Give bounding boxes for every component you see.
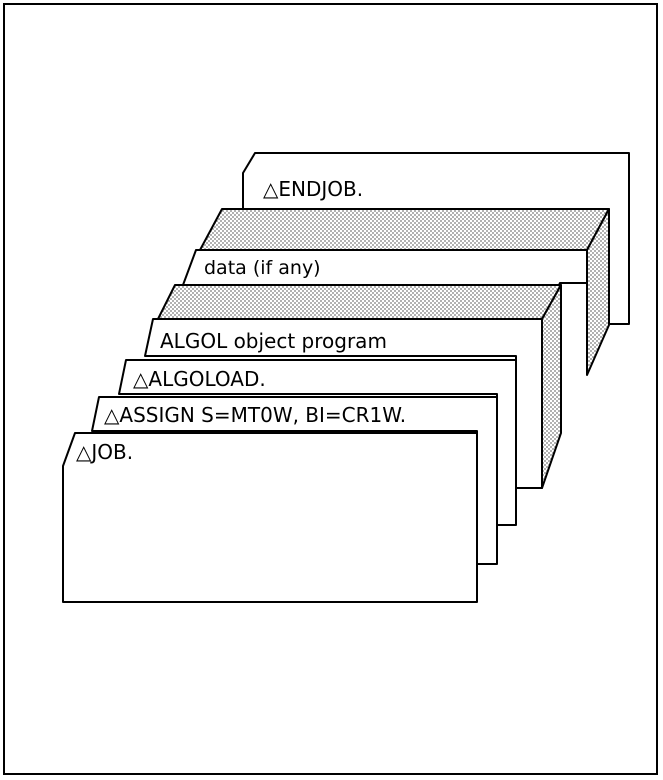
card-assign: △ASSIGN S=MT0W, BI=CR1W. [91, 396, 498, 565]
card-data-label: data (if any) [204, 257, 321, 279]
blank-card-stack-back [199, 208, 610, 376]
card-job-label: △JOB. [76, 440, 133, 464]
card-algoload: △ALGOLOAD. [118, 359, 517, 526]
card-job: △JOB. [62, 432, 478, 603]
card-assign-label: △ASSIGN S=MT0W, BI=CR1W. [104, 403, 406, 427]
card-object-program: ALGOL object program [144, 318, 543, 489]
blank-card-stack-front [157, 284, 562, 489]
card-data: data (if any) [182, 249, 588, 286]
card-endjob-label: △ENDJOB. [263, 177, 363, 201]
card-algoload-label: △ALGOLOAD. [133, 367, 266, 391]
card-object-program-label: ALGOL object program [160, 329, 387, 353]
